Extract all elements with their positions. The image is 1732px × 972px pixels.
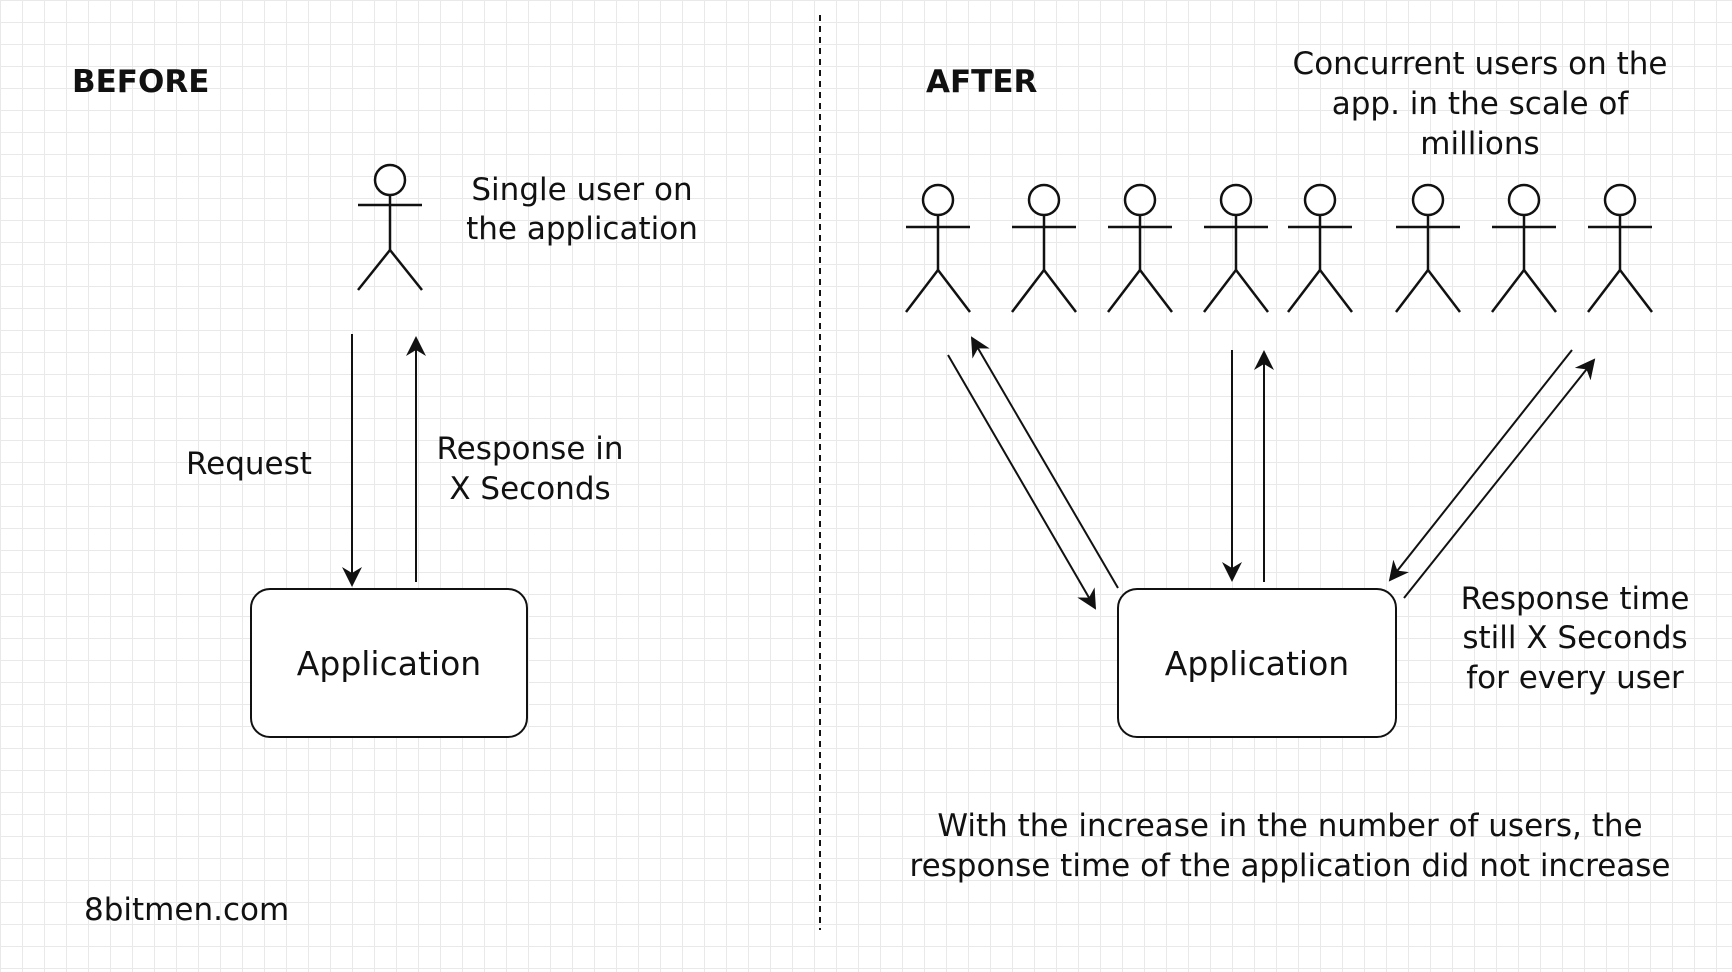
user-figure-4 bbox=[1203, 183, 1269, 313]
users-caption-line3: millions bbox=[1420, 126, 1540, 162]
users-caption-line1: Concurrent users on the bbox=[1292, 46, 1668, 82]
request-label: Request bbox=[186, 446, 312, 482]
before-heading: BEFORE bbox=[72, 64, 210, 100]
before-application-box: Application bbox=[250, 588, 528, 738]
right-response-arrow bbox=[1403, 358, 1596, 599]
user-figure-7 bbox=[1491, 183, 1557, 313]
after-heading: AFTER bbox=[926, 64, 1038, 100]
response-note-line3: for every user bbox=[1466, 660, 1684, 696]
watermark: 8bitmen.com bbox=[84, 892, 290, 928]
single-user-caption-line1: Single user on bbox=[471, 172, 693, 208]
response-label-line2: X Seconds bbox=[449, 471, 611, 507]
right-request-arrow bbox=[1388, 349, 1573, 582]
conclusion-line1: With the increase in the number of users… bbox=[937, 808, 1643, 844]
conclusion-line2: response time of the application did not… bbox=[909, 848, 1671, 884]
after-application-box: Application bbox=[1117, 588, 1397, 738]
left-response-arrow bbox=[970, 336, 1119, 589]
user-figure-6 bbox=[1395, 183, 1461, 313]
user-figure-3 bbox=[1107, 183, 1173, 313]
single-user-caption-line2: the application bbox=[466, 211, 698, 247]
before-application-label: Application bbox=[296, 643, 482, 683]
left-request-arrow bbox=[947, 354, 1097, 610]
response-note-line2: still X Seconds bbox=[1462, 620, 1688, 656]
users-caption-line2: app. in the scale of bbox=[1331, 86, 1629, 122]
response-note-line1: Response time bbox=[1460, 581, 1690, 617]
concurrent-users-group bbox=[905, 183, 1653, 313]
after-application-label: Application bbox=[1164, 643, 1350, 683]
user-figure-8 bbox=[1587, 183, 1653, 313]
user-figure-5 bbox=[1287, 183, 1353, 313]
user-figure-1 bbox=[905, 183, 971, 313]
user-figure-2 bbox=[1011, 183, 1077, 313]
response-label-line1: Response in bbox=[436, 431, 624, 467]
single-user-figure bbox=[357, 163, 423, 291]
